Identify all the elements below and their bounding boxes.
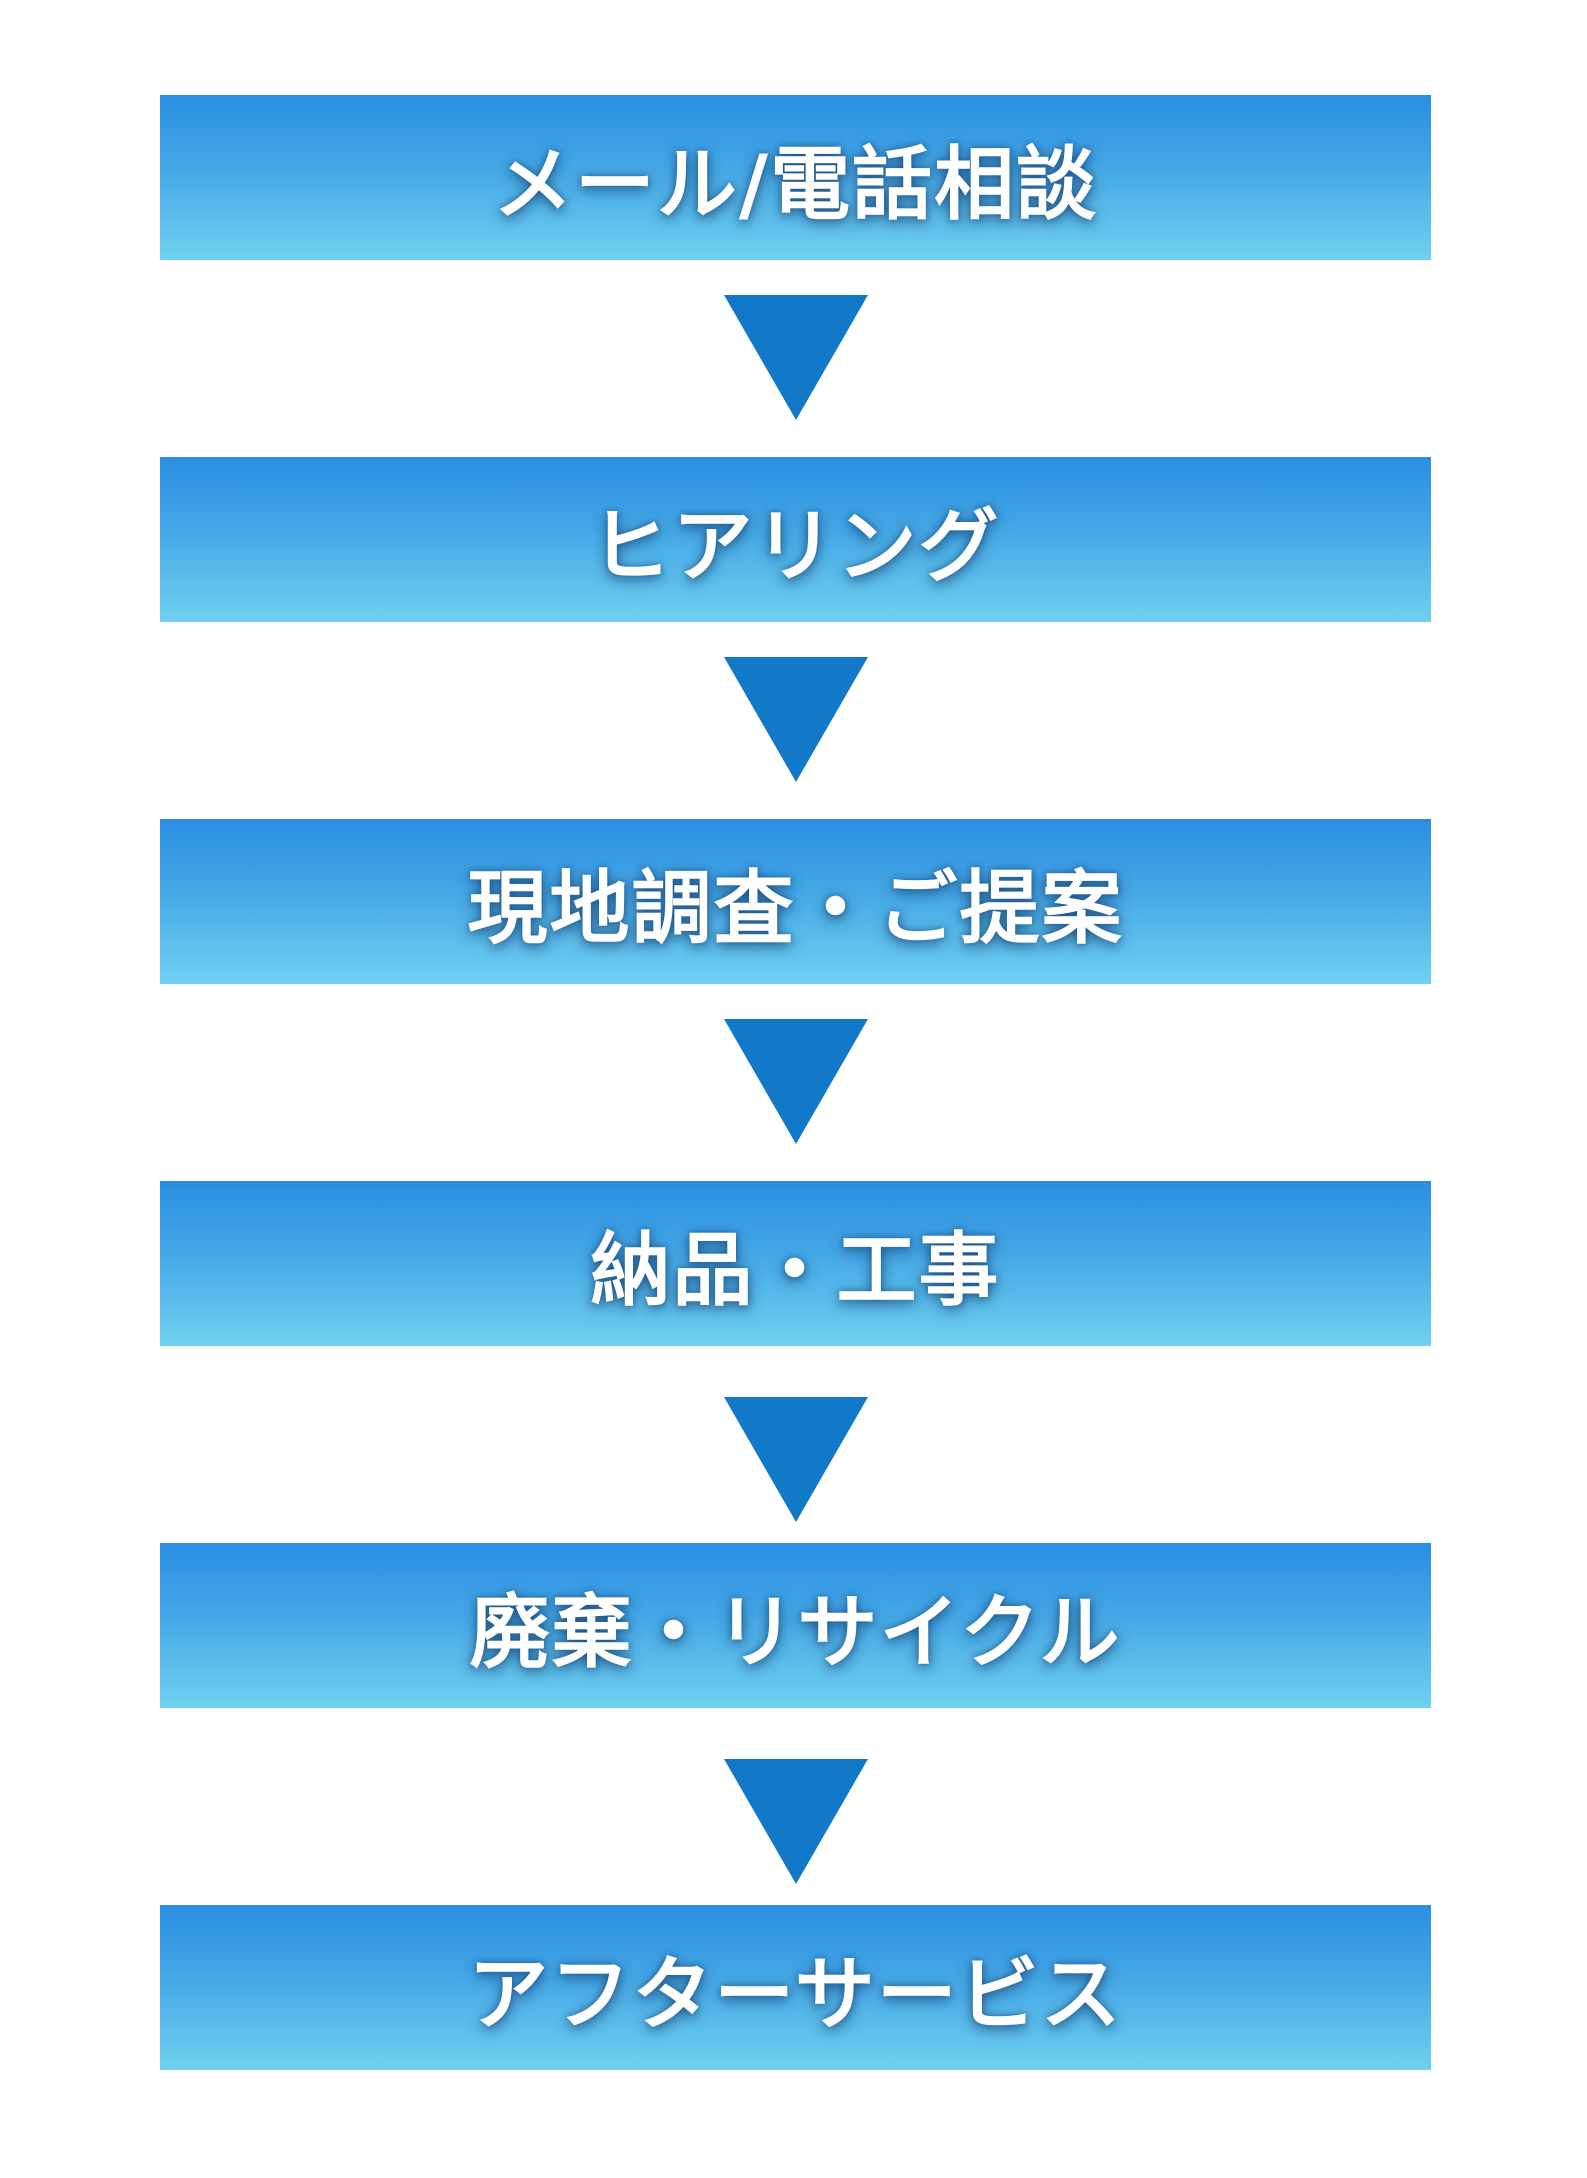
down-arrow-icon [724,1019,868,1144]
step-3-box: 現地調査・ご提案 [160,819,1431,984]
step-1-label: メール/電話相談 [492,137,1099,231]
step-5-label: 廃棄・リサイクル [469,1585,1122,1679]
down-arrow-icon [724,1759,868,1884]
step-2-label: ヒアリング [590,499,1001,593]
down-arrow-icon [724,1397,868,1522]
step-6-label: アフターサービス [468,1947,1123,2041]
step-4-label: 納品・工事 [590,1223,1001,1317]
step-3-label: 現地調査・ご提案 [467,861,1124,955]
step-5-box: 廃棄・リサイクル [160,1543,1431,1708]
step-1-box: メール/電話相談 [160,95,1431,260]
step-6-box: アフターサービス [160,1905,1431,2070]
step-2-box: ヒアリング [160,457,1431,622]
step-4-box: 納品・工事 [160,1181,1431,1346]
down-arrow-icon [724,295,868,420]
down-arrow-icon [724,657,868,782]
